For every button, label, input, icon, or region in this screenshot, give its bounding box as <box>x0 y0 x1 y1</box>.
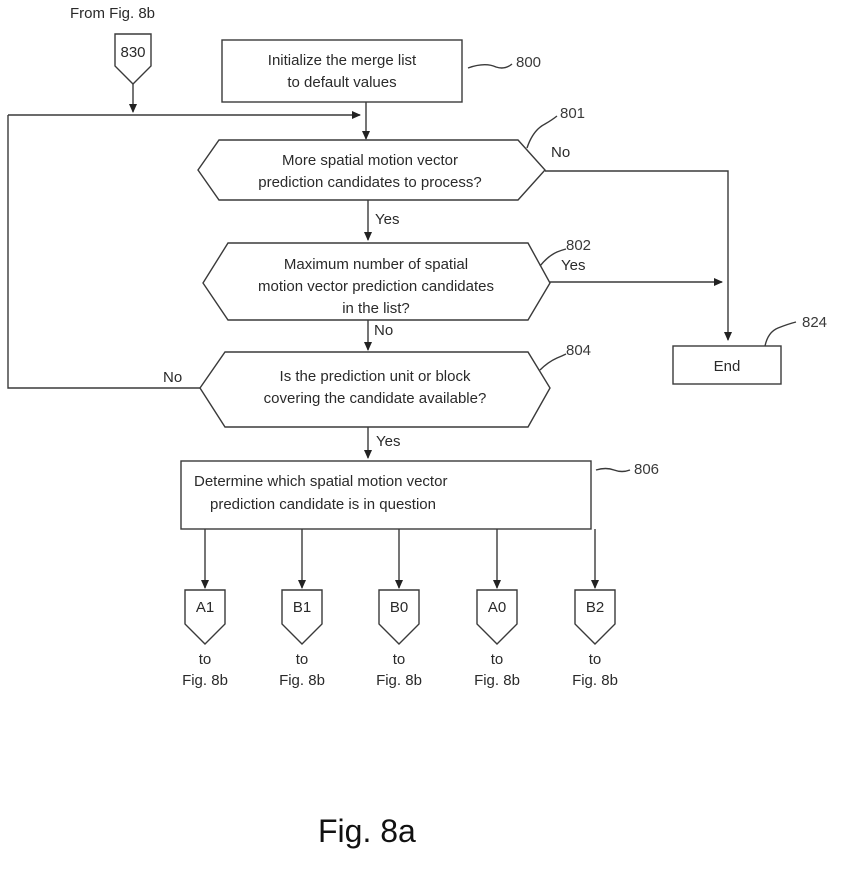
connector-to-label: to <box>491 651 504 668</box>
ref-leader-806 <box>595 467 631 473</box>
decision-804-line-1: Is the prediction unit or block <box>280 368 471 385</box>
connector-to-label: to <box>296 651 309 668</box>
connector-to-label: to <box>393 651 406 668</box>
ref-800: 800 <box>516 54 541 71</box>
decision-more-candidates <box>197 139 546 201</box>
connector-id: A1 <box>196 599 214 616</box>
connector-target-label: Fig. 8b <box>376 672 422 689</box>
ref-806: 806 <box>634 461 659 478</box>
connector-target-label: Fig. 8b <box>474 672 520 689</box>
entry-source-label: From Fig. 8b <box>70 5 155 22</box>
ref-802: 802 <box>566 237 591 254</box>
connector-to-label: to <box>199 651 212 668</box>
loop-back-line <box>7 115 200 389</box>
ref-leader-800 <box>467 63 513 69</box>
ref-804: 804 <box>566 342 591 359</box>
end-label: End <box>714 358 741 375</box>
determine-text-line-1: Determine which spatial motion vector <box>194 473 447 490</box>
entry-connector-id: 830 <box>120 44 145 61</box>
ref-824: 824 <box>802 314 827 331</box>
decision-802-line-2: motion vector prediction candidates <box>258 278 494 295</box>
connector-id: A0 <box>488 599 506 616</box>
label-801-yes: Yes <box>375 211 399 228</box>
offpage-connector-shape <box>574 589 616 645</box>
label-802-yes: Yes <box>561 257 585 274</box>
init-text-line-1: Initialize the merge list <box>268 52 417 69</box>
edge-801-no <box>545 170 732 341</box>
ref-leader-801 <box>526 115 558 149</box>
decision-804-line-2: covering the candidate available? <box>264 390 487 407</box>
decision-801-line-2: prediction candidates to process? <box>258 174 481 191</box>
label-801-no: No <box>551 144 570 161</box>
decision-available <box>199 351 551 428</box>
offpage-connector-shape <box>378 589 420 645</box>
init-text-line-2: to default values <box>287 74 396 91</box>
label-804-yes: Yes <box>376 433 400 450</box>
connector-id: B2 <box>586 599 604 616</box>
figure-caption: Fig. 8a <box>318 813 416 849</box>
connector-target-label: Fig. 8b <box>572 672 618 689</box>
connector-id: B1 <box>293 599 311 616</box>
label-804-no: No <box>163 369 182 386</box>
init-box <box>221 39 463 103</box>
decision-max-reached <box>202 242 551 321</box>
determine-text-line-2: prediction candidate is in question <box>210 496 436 513</box>
end-box <box>672 345 782 385</box>
offpage-connector-shape <box>281 589 323 645</box>
determine-box <box>180 460 592 530</box>
entry-connector-830 <box>114 33 152 85</box>
connector-target-label: Fig. 8b <box>182 672 228 689</box>
decision-801-line-1: More spatial motion vector <box>282 152 458 169</box>
decision-802-line-1: Maximum number of spatial <box>284 256 468 273</box>
ref-leader-802 <box>539 248 567 267</box>
ref-801: 801 <box>560 105 585 122</box>
decision-802-line-3: in the list? <box>342 300 410 317</box>
offpage-connector-shape <box>184 589 226 645</box>
connector-target-label: Fig. 8b <box>279 672 325 689</box>
ref-leader-824 <box>764 321 797 347</box>
ref-leader-804 <box>539 353 567 371</box>
connector-id: B0 <box>390 599 408 616</box>
connector-to-label: to <box>589 651 602 668</box>
label-802-no: No <box>374 322 393 339</box>
offpage-connector-shape <box>476 589 518 645</box>
